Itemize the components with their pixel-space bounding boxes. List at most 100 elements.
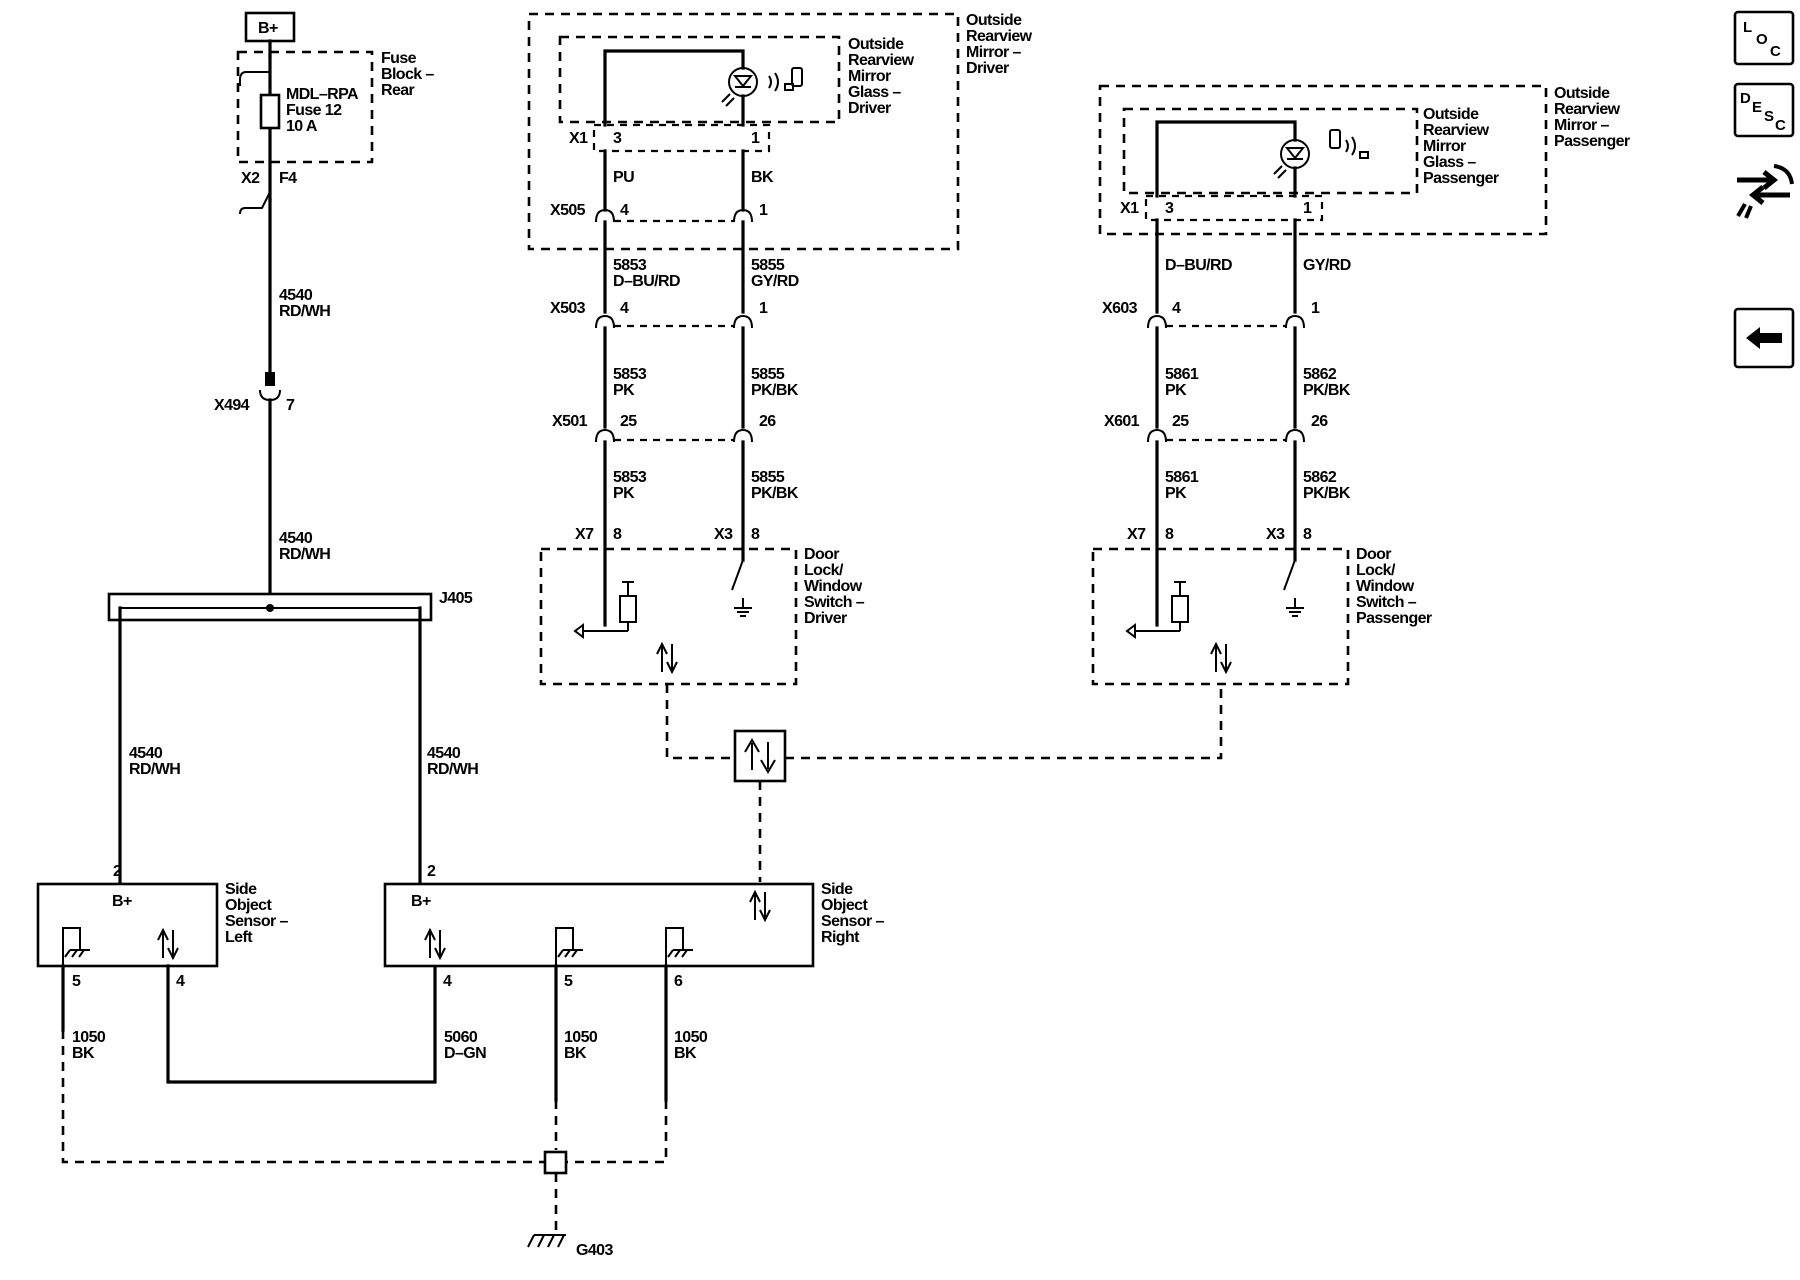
passenger-mirror-glass-outline [1122,107,1419,195]
x505-pin-a: 4 [620,202,629,219]
driver-pin3-color: PU [613,169,634,186]
driver-mirror-outline [527,12,960,251]
passenger-switch-data-arrows-icon [1210,643,1232,673]
passenger-glass-title-3: Mirror [1423,138,1466,155]
supply-wire-number-2: 4540 [279,530,313,547]
splice-j405-label: J405 [439,590,473,607]
driver-harness: X505 4 1 5853 D–BU/RD 5855 GY/RD X503 4 … [550,202,799,627]
fuse-rating: 10 A [286,118,318,135]
sensor-right-gnd5-wire-number: 1050 [564,1029,598,1046]
passenger-x1-pin3: 3 [1165,200,1174,217]
sensor-left-title-4: Left [225,929,253,946]
passenger-switch-x3-pin: 8 [1303,526,1312,543]
driver-mirror: Outside Rearview Mirror – Driver Outside… [527,12,1033,251]
sensor-left-title-1: Side [225,881,257,898]
sensor-right-title-2: Object [821,897,868,914]
x494-pin-label: 7 [286,397,295,414]
driver-mirror-title-1: Outside [966,12,1022,29]
side-object-sensor-left: 2 B+ Side Object Sensor – Left 5 4 1050 … [36,863,546,1164]
wire-5862-color-a: PK/BK [1303,382,1351,399]
passenger-switch-title-4: Switch – [1356,594,1417,611]
driver-glass-title-5: Driver [848,100,891,117]
driver-mirror-glass-outline [558,35,841,124]
passenger-glass-connector-x1 [1144,194,1324,222]
connector-view-button[interactable] [1730,158,1796,222]
serial-data-bus [665,684,1223,882]
driver-switch-title-1: Door [804,546,839,563]
driver-switch-title-4: Switch – [804,594,865,611]
passenger-wire-color-b: GY/RD [1303,257,1351,274]
fuse-block-rear: B+ MDL–RPA Fuse 12 10 A Fuse Block – Rea… [236,11,435,215]
passenger-mirror-title-4: Passenger [1554,133,1630,150]
passenger-glass-title-4: Glass – [1423,154,1476,171]
driver-switch-data-arrows-icon [656,643,678,673]
wire-5861-color-a: PK [1165,382,1187,399]
back-button[interactable] [1733,307,1795,369]
wire-5861-number-a: 5861 [1165,366,1199,383]
x494-male-pin [265,372,275,386]
sensor-left-bplus: B+ [112,893,132,910]
fuse-name: MDL–RPA [286,86,359,103]
sensor-left-title-3: Sensor – [225,913,288,930]
x501-pin-a: 25 [620,413,637,430]
bplus-supply-label: B+ [258,20,278,37]
wire-5862-number-b: 5862 [1303,469,1337,486]
desc-letter-c: C [1775,117,1786,134]
driver-x1-pin1: 1 [751,130,760,147]
sensor-left-gnd-wire-color: BK [72,1045,95,1062]
driver-mirror-title-2: Rearview [966,28,1033,45]
sensor-right-pin2: 2 [427,863,436,880]
x501-pin-b: 26 [759,413,776,430]
ground-g403-label: G403 [576,1242,613,1259]
sensor-right-gnd5-wire-color: BK [564,1045,587,1062]
x505-pin-b: 1 [759,202,768,219]
x494-connector-label: X494 [214,397,250,414]
passenger-switch-title-2: Lock/ [1356,562,1396,579]
left-branch-wire-number: 4540 [129,745,163,762]
sensor-right-title-4: Right [821,929,860,946]
sensor-left-pin2: 2 [113,863,122,880]
driver-glass-title-3: Mirror [848,68,891,85]
supply-wire-color-2: RD/WH [279,546,330,563]
driver-pin1-color: BK [751,169,774,186]
driver-glass-connector-x1 [592,123,771,153]
driver-glass-title-1: Outside [848,36,904,53]
sensor-right-pin5: 5 [564,973,573,990]
passenger-glass-title-5: Passenger [1423,170,1499,187]
sensor-left-gnd-wire-number: 1050 [72,1029,106,1046]
fuse-block-outline [236,50,374,164]
ground-splice-box [543,1150,568,1175]
fuse-block-title-2: Block – [381,66,434,83]
passenger-switch-outline [1091,547,1350,686]
wire-5855-color-a: GY/RD [751,273,799,290]
driver-switch-title-2: Lock/ [804,562,844,579]
x503-pin-b: 1 [759,300,768,317]
passenger-car-indicator-icon [1329,129,1341,149]
fuse-block-title-1: Fuse [381,50,417,67]
wire-5861-number-b: 5861 [1165,469,1199,486]
driver-glass-title-4: Glass – [848,84,901,101]
passenger-switch-contact [1283,559,1296,591]
supply-wire-color: RD/WH [279,303,330,320]
desc-button[interactable]: D E S C [1733,82,1795,138]
loc-button[interactable]: L O C [1733,10,1795,66]
driver-switch-ground-icon [733,597,753,617]
passenger-switch-title-3: Window [1356,578,1415,595]
wire-5862-color-b: PK/BK [1303,485,1351,502]
x603-pin-a: 4 [1172,300,1181,317]
driver-switch-title-5: Driver [804,610,847,627]
driver-car-indicator-icon [784,83,794,91]
sensor-right-box [383,882,815,968]
wire-5855-number-b: 5855 [751,366,785,383]
x2-connector-label: X2 [241,170,260,187]
x603-pin-b: 1 [1311,300,1320,317]
x505-connector-label: X505 [550,202,586,219]
x503-pin-a: 4 [620,300,629,317]
sensor-right-title-1: Side [821,881,853,898]
right-branch-wire-number: 4540 [427,745,461,762]
sensor-right-gnd6-wire-color: BK [674,1045,697,1062]
sensor-right-title-3: Sensor – [821,913,884,930]
door-lock-window-switch-driver: Door Lock/ Window Switch – Driver [539,546,865,686]
serial-data-splice-icon [733,729,787,783]
passenger-switch-x7-pin: 8 [1165,526,1174,543]
